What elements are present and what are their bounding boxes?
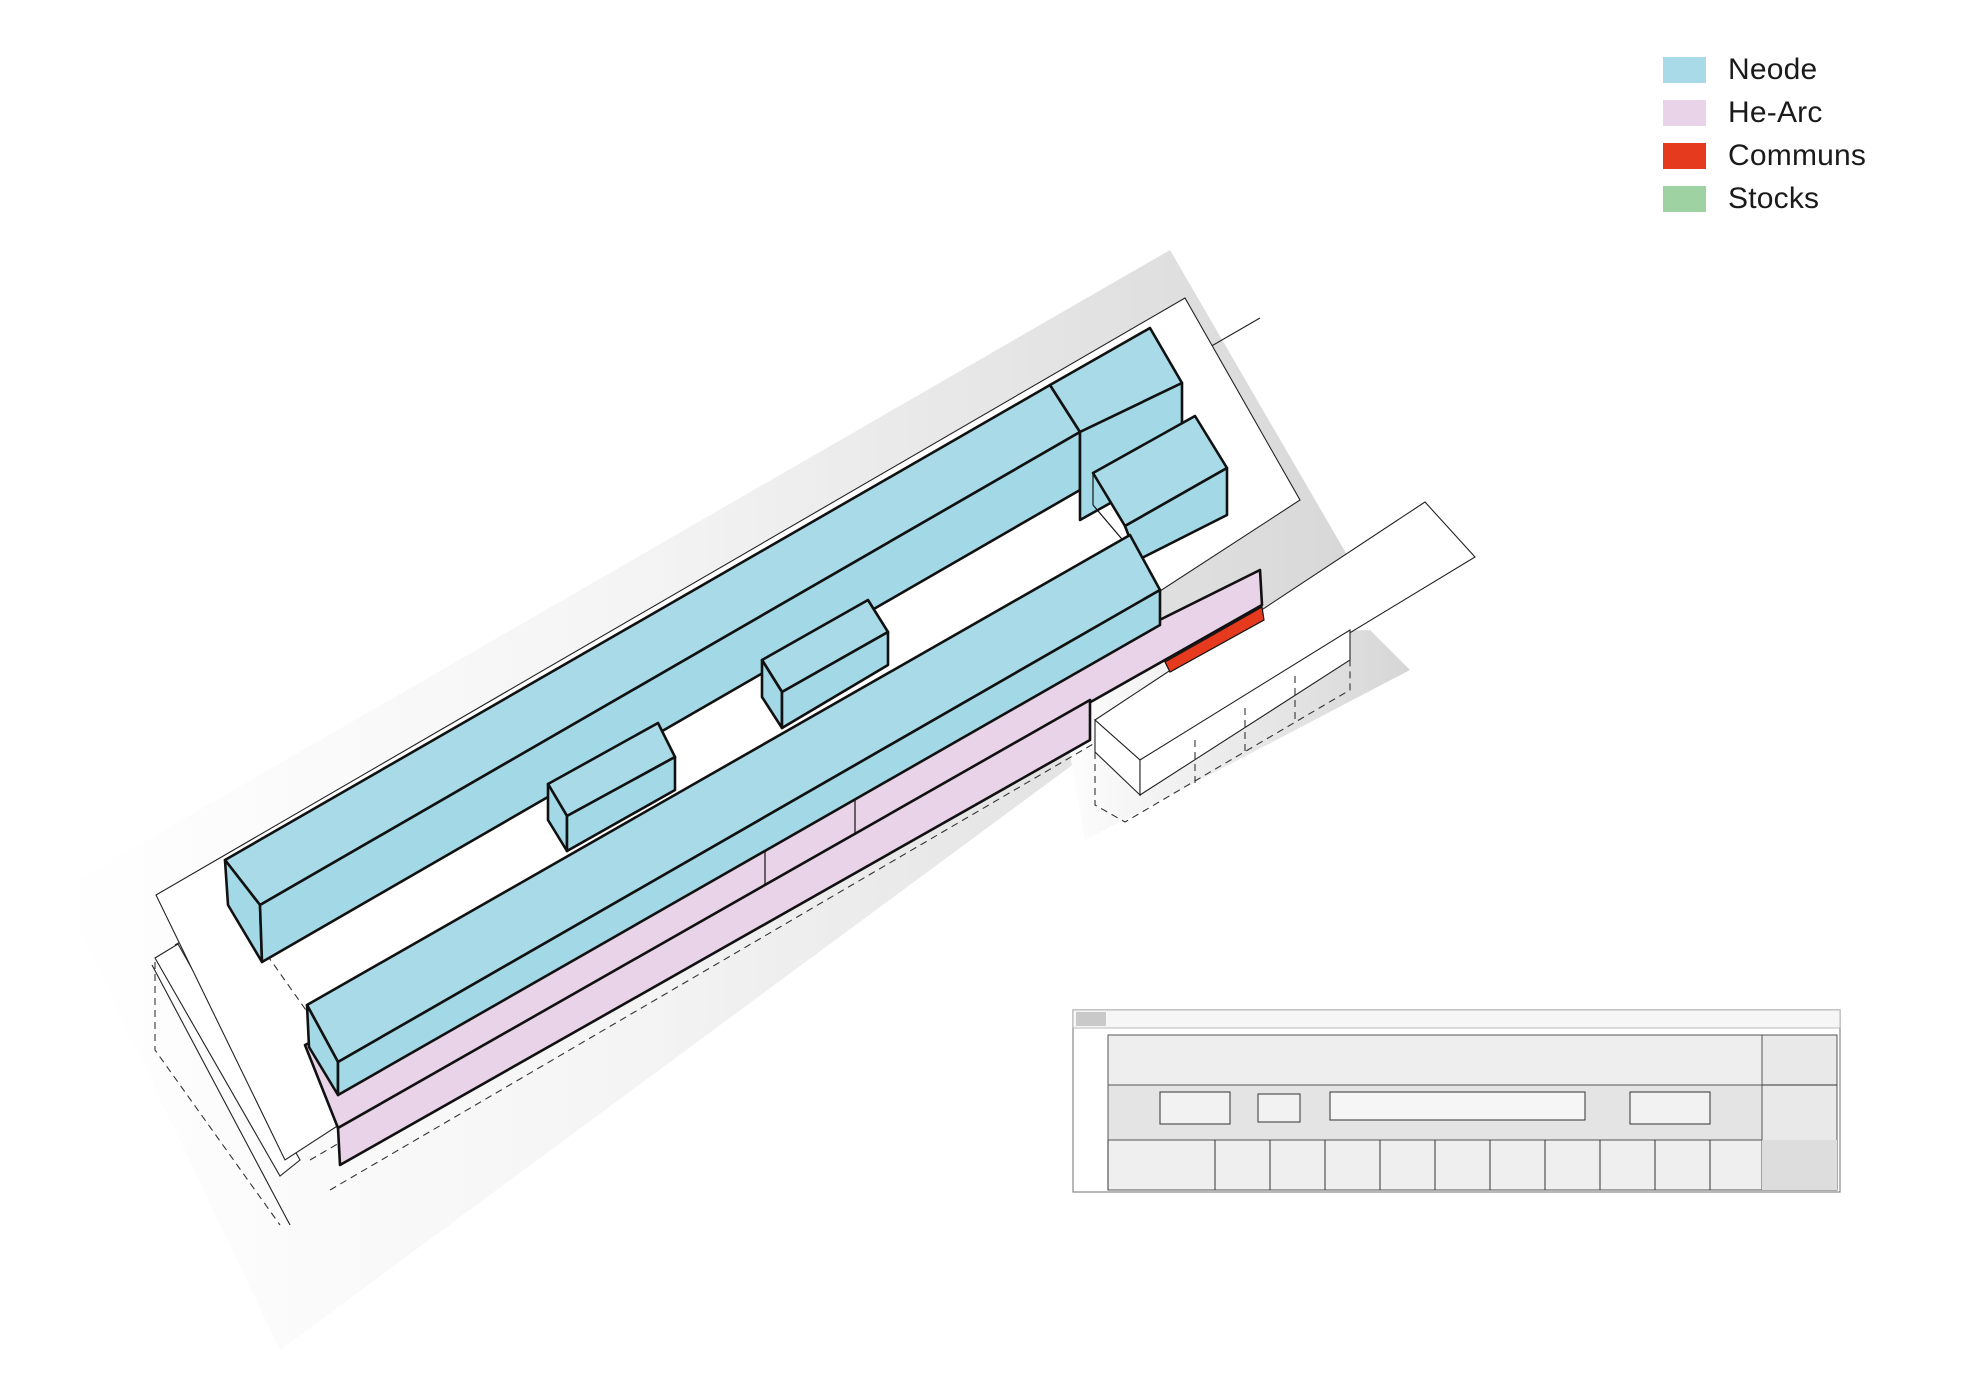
neode-volumes	[223, 326, 1229, 1097]
legend-swatch	[1663, 99, 1706, 126]
legend-label: Stocks	[1728, 181, 1820, 215]
legend-label: Neode	[1728, 52, 1818, 86]
hearc-volume	[303, 568, 1264, 1167]
annex-volume	[1094, 501, 1476, 823]
legend-label: He-Arc	[1728, 95, 1823, 129]
legend-item-hearc: He-Arc	[1663, 91, 1866, 134]
legend-item-neode: Neode	[1663, 48, 1866, 91]
legend-item-communs: Communs	[1663, 134, 1866, 177]
legend-item-stocks: Stocks	[1663, 177, 1866, 220]
legend-swatch	[1663, 185, 1706, 212]
legend-swatch	[1663, 56, 1706, 83]
legend-swatch	[1663, 142, 1706, 169]
floor-plan-inset	[1072, 1009, 1841, 1193]
legend-label: Communs	[1728, 138, 1867, 172]
communs-volume	[1164, 606, 1265, 673]
legend: Neode He-Arc Communs Stocks	[1663, 48, 1866, 220]
